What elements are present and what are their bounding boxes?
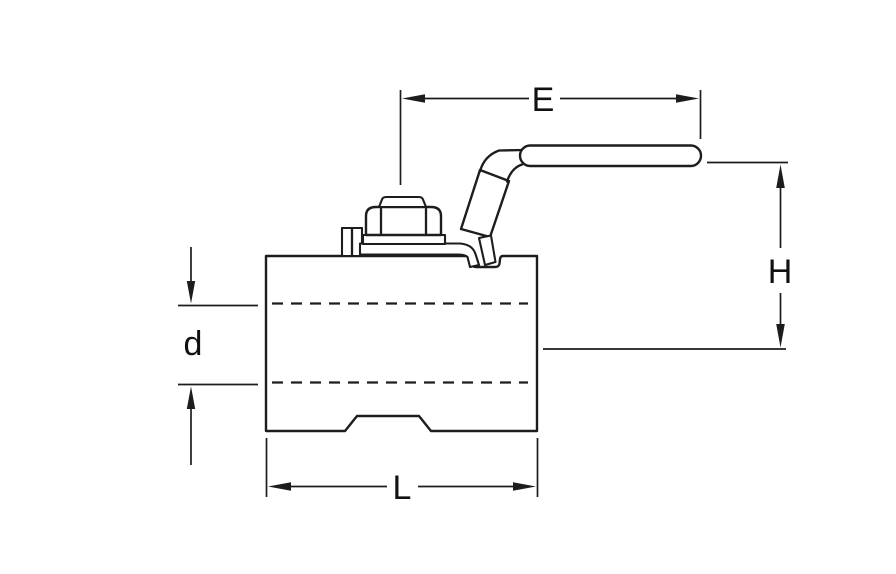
dim-d-label: d	[184, 325, 203, 363]
dim-d-arrow-down	[186, 281, 196, 304]
valve-outline	[264, 144, 703, 433]
handle-grip-plate	[459, 168, 511, 239]
dim-h-label: H	[768, 253, 793, 291]
dimension-d: d	[178, 247, 258, 465]
dimension-e: E	[399, 81, 702, 185]
dim-e-label: E	[532, 81, 555, 119]
stem-nut	[364, 205, 443, 237]
dim-e-arrow-right	[676, 94, 699, 103]
dim-l-label: L	[393, 469, 412, 507]
dim-l-arrow-right	[513, 482, 536, 491]
handle-rod-upper	[478, 148, 526, 173]
dim-h-arrow-down	[776, 324, 785, 348]
handle-bar	[358, 242, 481, 269]
dim-d-arrow-up	[186, 386, 196, 409]
valve-body	[264, 254, 539, 433]
handle-stop-tab	[477, 234, 497, 267]
handle-grip-sleeve	[518, 144, 703, 168]
dim-e-arrow-left	[402, 94, 425, 103]
stem-washer	[361, 233, 447, 246]
dimension-l: L	[265, 438, 539, 507]
handle-rod-lower	[505, 163, 524, 183]
dim-l-arrow-left	[268, 482, 291, 491]
dim-h-arrow-up	[776, 164, 785, 188]
stem-cap	[377, 195, 428, 209]
dimension-h: H	[543, 161, 793, 350]
